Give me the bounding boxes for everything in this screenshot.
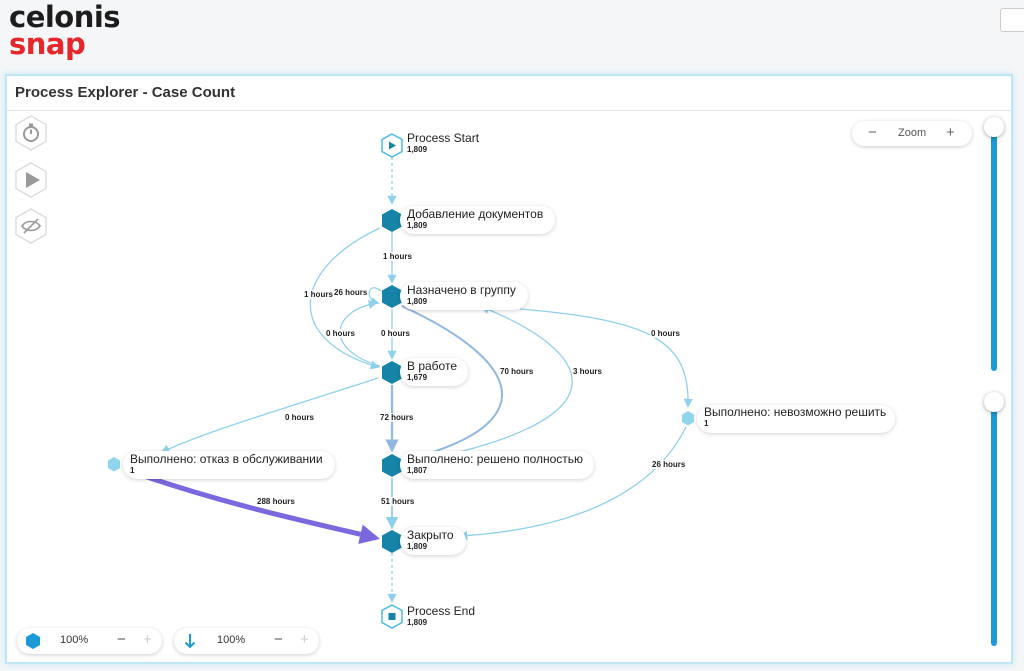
node-count: 1,809 — [407, 618, 428, 627]
node-count: 1,807 — [407, 466, 428, 475]
node-solved[interactable]: Выполнено: решено полностью 1,807 — [407, 452, 584, 476]
node-count: 1,809 — [407, 297, 428, 306]
node-closed-pill — [400, 527, 466, 555]
edge-label-work-solved: 72 hours — [379, 413, 415, 422]
node-group-icon[interactable] — [382, 285, 402, 308]
node-closed-icon[interactable] — [382, 530, 402, 553]
node-solved-pill — [400, 451, 594, 479]
edge-label-group-impossible: 0 hours — [650, 329, 681, 338]
node-process-start-icon[interactable] — [381, 133, 403, 158]
activities-slider-track[interactable] — [991, 128, 997, 371]
zoom-out-button[interactable]: − — [868, 124, 877, 141]
panel-divider — [7, 110, 1011, 111]
zoom-in-button[interactable]: + — [946, 124, 955, 141]
node-work[interactable]: В работе 1,679 — [407, 359, 458, 383]
node-solved-icon[interactable] — [382, 454, 402, 477]
connections-slider-handle[interactable] — [984, 392, 1004, 412]
edge-label-docs-group: 1 hours — [382, 252, 413, 261]
node-name: Выполнено: невозможно решить — [704, 405, 887, 419]
node-name: Process Start — [407, 131, 480, 145]
edge-solved-group[interactable] — [403, 305, 573, 465]
edge-work-refuse[interactable] — [160, 377, 379, 454]
edge-label-work-group: 0 hours — [325, 329, 356, 338]
stopwatch-icon — [23, 126, 39, 142]
node-closed[interactable]: Закрыто 1,809 — [407, 528, 454, 552]
node-name: Назначено в группу — [407, 283, 516, 297]
edge-label-solved-group: 3 hours — [572, 367, 603, 376]
node-count: 1,809 — [407, 221, 428, 230]
play-animation-button[interactable] — [14, 161, 48, 199]
connections-increase-button[interactable]: + — [300, 631, 309, 648]
node-count: 1 — [130, 466, 135, 475]
activities-percentage-control: 100% − + — [17, 628, 162, 654]
edge-label-group-self: 26 hours — [333, 288, 369, 297]
node-docs-pill — [400, 206, 555, 234]
edge-label-solved-closed: 51 hours — [380, 497, 416, 506]
edge-label-refuse-closed: 288 hours — [256, 497, 296, 506]
edge-group-solved[interactable] — [401, 305, 503, 464]
zoom-control: − Zoom + — [852, 121, 972, 146]
connections-slider-track[interactable] — [991, 402, 997, 646]
node-count: 1 — [704, 419, 709, 428]
node-process-end-icon[interactable] — [381, 604, 403, 629]
animation-timer-button[interactable] — [14, 114, 48, 152]
edge-refuse-closed[interactable] — [143, 473, 380, 545]
zoom-label: Zoom — [898, 127, 927, 139]
arrow-down-icon — [184, 634, 196, 649]
node-name: Выполнено: отказ в обслуживании — [130, 452, 323, 466]
node-refuse-icon[interactable] — [108, 457, 120, 472]
activities-percentage: 100% — [60, 634, 89, 646]
node-group[interactable]: Назначено в группу 1,809 — [407, 283, 516, 307]
node-work-icon[interactable] — [382, 361, 402, 384]
node-name: Process End — [407, 604, 476, 618]
node-count: 1,809 — [407, 145, 428, 154]
node-refuse-pill — [123, 451, 335, 479]
node-process-start[interactable]: Process Start 1,809 — [407, 131, 480, 155]
connections-decrease-button[interactable]: − — [274, 631, 283, 648]
edge-label-impossible-closed: 26 hours — [651, 460, 687, 469]
brand-logo-snap: snap — [9, 27, 86, 61]
edge-group-self[interactable] — [368, 287, 382, 306]
connections-percentage: 100% — [217, 634, 246, 646]
top-bar: celonis snap — [0, 0, 1024, 68]
edge-label-group-solved: 70 hours — [499, 367, 535, 376]
panel-title: Process Explorer - Case Count — [15, 84, 236, 101]
activities-increase-button[interactable]: + — [143, 631, 152, 648]
edge-docs-work[interactable] — [309, 227, 381, 370]
edge-label-group-work: 0 hours — [380, 329, 411, 338]
node-name: Закрыто — [407, 528, 454, 542]
brand-logo-celonis: celonis — [9, 0, 121, 34]
edge-group-impossible[interactable] — [519, 308, 693, 408]
activities-decrease-button[interactable]: − — [117, 631, 126, 648]
node-name: Выполнено: решено полностью — [407, 452, 584, 466]
node-name: В работе — [407, 359, 458, 373]
node-process-end[interactable]: Process End 1,809 — [407, 604, 476, 628]
node-impossible-icon[interactable] — [682, 411, 694, 426]
top-right-button[interactable] — [1000, 8, 1024, 32]
node-count: 1,809 — [407, 542, 428, 551]
node-name: Добавление документов — [407, 207, 544, 221]
node-group-pill — [400, 282, 528, 310]
node-refuse[interactable]: Выполнено: отказ в обслуживании 1 — [130, 452, 323, 476]
hexagon-icon — [26, 633, 40, 649]
node-docs-icon[interactable] — [382, 209, 402, 232]
node-count: 1,679 — [407, 373, 428, 382]
node-impossible-pill — [697, 405, 895, 433]
edge-label-docs-work: 1 hours — [303, 290, 334, 299]
hide-elements-button[interactable] — [14, 207, 48, 245]
edge-label-work-refuse: 0 hours — [284, 413, 315, 422]
edge-impossible-closed[interactable] — [458, 426, 687, 541]
node-impossible[interactable]: Выполнено: невозможно решить 1 — [704, 405, 887, 429]
play-icon — [26, 172, 40, 188]
node-work-pill — [400, 358, 468, 386]
activities-slider-handle[interactable] — [984, 117, 1004, 137]
node-docs[interactable]: Добавление документов 1,809 — [407, 207, 544, 231]
connections-percentage-control: 100% − + — [174, 628, 319, 654]
